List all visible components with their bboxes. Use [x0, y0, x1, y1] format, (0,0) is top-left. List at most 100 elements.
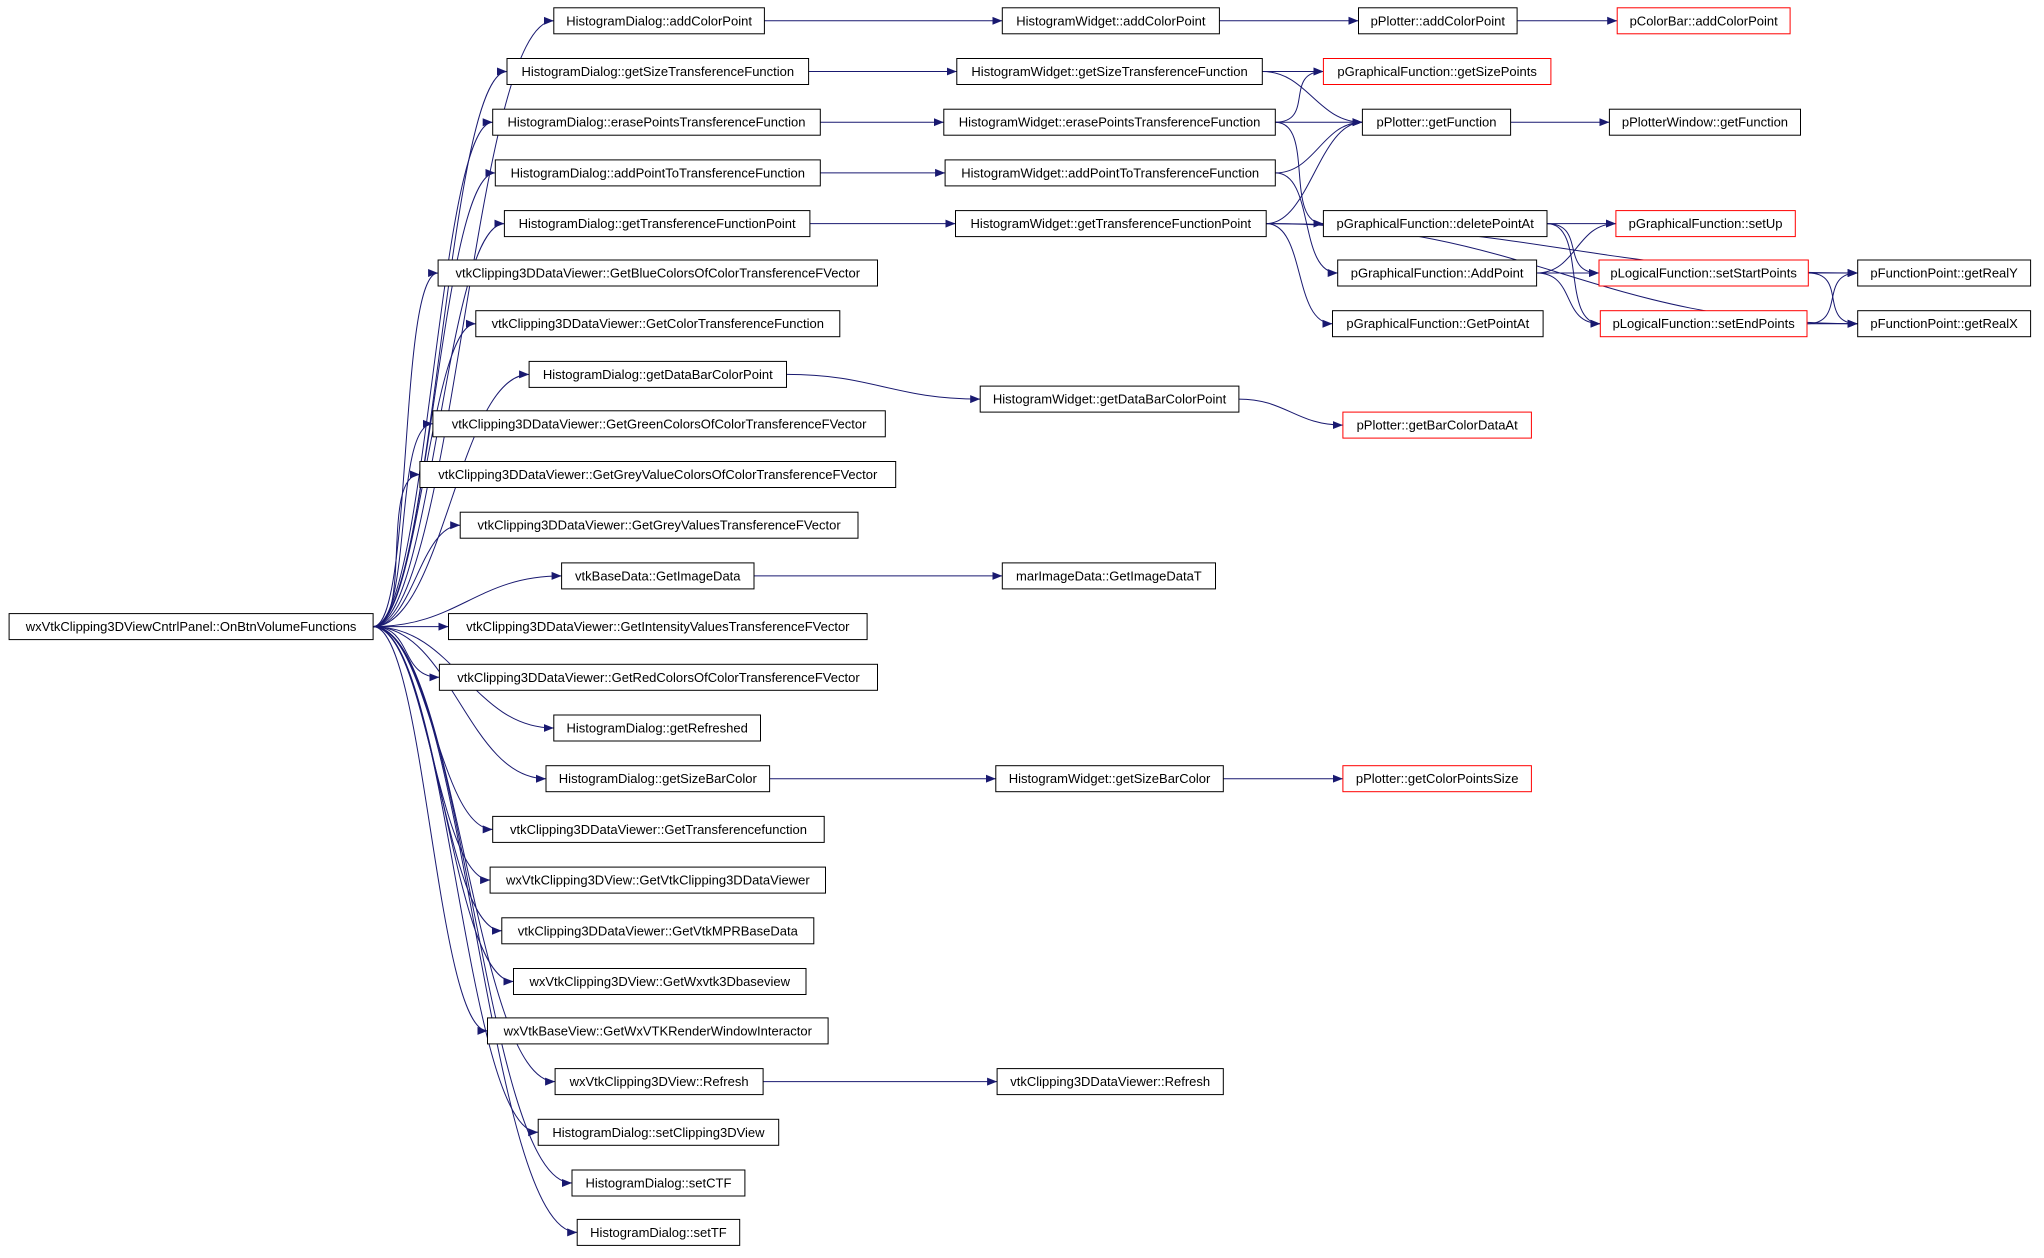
node-box: [944, 159, 1276, 187]
node-label: vtkClipping3DDataViewer::GetColorTransfe…: [492, 316, 824, 331]
edge-root-to-hd_addColorPoint: [373, 16, 554, 628]
node-label: wxVtkClipping3DView::Refresh: [569, 1074, 749, 1089]
node-vc_greyTF[interactable]: vtkClipping3DDataViewer::GetGreyValuesTr…: [459, 511, 859, 539]
node-pf_getRealX[interactable]: pFunctionPoint::getRealX: [1857, 310, 2032, 338]
node-box: [1001, 562, 1216, 590]
edge-pg_deletePointAt-to-pl_setStartPoints: [1546, 223, 1600, 277]
node-box: [537, 1118, 780, 1146]
edge-root-to-hd_getDataBar: [373, 370, 530, 628]
node-wx_getWx3D[interactable]: wxVtkClipping3DView::GetWxvtk3Dbaseview: [513, 968, 807, 995]
node-vc_green[interactable]: vtkClipping3DDataViewer::GetGreenColorsO…: [432, 410, 886, 438]
node-label: vtkClipping3DDataViewer::GetVtkMPRBaseDa…: [518, 923, 799, 938]
node-label: HistogramWidget::addColorPoint: [1016, 13, 1206, 28]
edge-hd_getDataBar-to-hw_getDataBar: [786, 373, 981, 404]
node-label: pGraphicalFunction::getSizePoints: [1337, 64, 1537, 79]
node-label: wxVtkClipping3DView::GetVtkClipping3DDat…: [505, 873, 810, 888]
node-hd_addPointTo[interactable]: HistogramDialog::addPointToTransferenceF…: [494, 159, 821, 187]
node-hd_getDataBar[interactable]: HistogramDialog::getDataBarColorPoint: [528, 360, 787, 388]
node-label: HistogramDialog::getSizeTransferenceFunc…: [521, 64, 794, 79]
node-pp_getBarColorDataAt[interactable]: pPlotter::getBarColorDataAt: [1342, 411, 1532, 439]
node-label: HistogramWidget::getSizeTransferenceFunc…: [971, 64, 1247, 79]
node-vc_getMPR[interactable]: vtkClipping3DDataViewer::GetVtkMPRBaseDa…: [501, 917, 815, 945]
node-hw_getTFPoint[interactable]: HistogramWidget::getTransferenceFunction…: [955, 210, 1267, 238]
node-box: [503, 210, 811, 238]
node-box: [576, 1218, 741, 1246]
node-box: [8, 613, 374, 641]
node-vc_blue[interactable]: vtkClipping3DDataViewer::GetBlueColorsOf…: [437, 259, 878, 287]
edge-root-to-hd_getSizeBar: [373, 626, 547, 783]
node-label: pPlotter::addColorPoint: [1371, 13, 1506, 28]
node-pp_addColorPoint[interactable]: pPlotter::addColorPoint: [1358, 7, 1518, 35]
node-pg_deletePointAt[interactable]: pGraphicalFunction::deletePointAt: [1322, 210, 1548, 238]
node-label: HistogramDialog::getRefreshed: [566, 721, 747, 736]
node-vc_ctf[interactable]: vtkClipping3DDataViewer::GetColorTransfe…: [475, 310, 841, 338]
node-pp_getFunction[interactable]: pPlotter::getFunction: [1361, 108, 1512, 136]
node-box: [506, 58, 810, 85]
node-wx_getViewer[interactable]: wxVtkClipping3DView::GetVtkClipping3DDat…: [489, 866, 826, 894]
node-pg_setUp[interactable]: pGraphicalFunction::setUp: [1615, 210, 1796, 238]
node-pg_getSizePoints[interactable]: pGraphicalFunction::getSizePoints: [1322, 58, 1552, 85]
node-hd_getRefreshed[interactable]: HistogramDialog::getRefreshed: [553, 714, 761, 742]
node-hw_addPointTo[interactable]: HistogramWidget::addPointToTransferenceF…: [944, 159, 1276, 187]
node-pg_addPoint[interactable]: pGraphicalFunction::AddPoint: [1337, 259, 1538, 287]
edge-pl_setStartPoints-to-pf_getRealX: [1808, 272, 1858, 328]
node-vc_refresh[interactable]: vtkClipping3DDataViewer::Refresh: [996, 1068, 1224, 1096]
node-hd_addColorPoint[interactable]: HistogramDialog::addColorPoint: [553, 7, 765, 35]
edge-hw_getSizeTF-to-pp_getFunction: [1262, 71, 1363, 127]
node-label: pGraphicalFunction::deletePointAt: [1337, 216, 1535, 231]
node-pl_setStartPoints[interactable]: pLogicalFunction::setStartPoints: [1598, 259, 1809, 287]
edge-root-to-vb_getImage: [373, 571, 562, 628]
node-box: [571, 1169, 746, 1197]
node-box: [956, 58, 1263, 85]
node-wb_getRWI[interactable]: wxVtkBaseView::GetWxVTKRenderWindowInter…: [487, 1017, 829, 1045]
edge-root-to-vc_red: [373, 626, 440, 682]
node-mi_getImageT[interactable]: marImageData::GetImageDataT: [1001, 562, 1216, 590]
node-root[interactable]: wxVtkClipping3DViewCntrlPanel::OnBtnVolu…: [8, 613, 374, 641]
node-hw_getSizeBar[interactable]: HistogramWidget::getSizeBarColor: [995, 765, 1224, 793]
node-wx_refresh[interactable]: wxVtkClipping3DView::Refresh: [554, 1068, 764, 1096]
node-label: vtkClipping3DDataViewer::GetRedColorsOfC…: [457, 670, 860, 685]
node-pf_getRealY[interactable]: pFunctionPoint::getRealY: [1857, 259, 2032, 287]
node-box: [437, 259, 878, 287]
node-hd_erasePoints[interactable]: HistogramDialog::erasePointsTransference…: [492, 108, 821, 136]
node-pl_setEndPoints[interactable]: pLogicalFunction::setEndPoints: [1599, 310, 1808, 338]
node-pg_getPointAt[interactable]: pGraphicalFunction::GetPointAt: [1332, 310, 1544, 338]
node-pcb_addColorPoint[interactable]: pColorBar::addColorPoint: [1616, 7, 1791, 35]
node-label: pPlotter::getFunction: [1377, 115, 1497, 130]
node-hd_getSizeBar[interactable]: HistogramDialog::getSizeBarColor: [545, 765, 771, 793]
node-ppw_getFunction[interactable]: pPlotterWindow::getFunction: [1608, 108, 1802, 136]
node-pp_getColorPointsSize[interactable]: pPlotter::getColorPointsSize: [1342, 765, 1532, 793]
node-box: [432, 410, 886, 438]
edge-root-to-hd_setTF: [373, 626, 578, 1237]
node-vc_red[interactable]: vtkClipping3DDataViewer::GetRedColorsOfC…: [438, 663, 878, 691]
node-label: pColorBar::addColorPoint: [1630, 13, 1779, 28]
node-box: [419, 461, 897, 488]
node-box: [1616, 7, 1791, 35]
node-label: vtkClipping3DDataViewer::GetGreyValuesTr…: [477, 518, 841, 533]
node-hd_setTF[interactable]: HistogramDialog::setTF: [576, 1218, 741, 1246]
node-vc_getTF[interactable]: vtkClipping3DDataViewer::GetTransference…: [492, 815, 825, 843]
node-hd_setClip[interactable]: HistogramDialog::setClipping3DView: [537, 1118, 780, 1146]
node-box: [513, 968, 807, 995]
node-vc_grey[interactable]: vtkClipping3DDataViewer::GetGreyValueCol…: [419, 461, 897, 488]
node-vb_getImage[interactable]: vtkBaseData::GetImageData: [561, 562, 755, 590]
node-vc_intensity[interactable]: vtkClipping3DDataViewer::GetIntensityVal…: [448, 613, 868, 641]
node-label: vtkClipping3DDataViewer::GetGreenColorsO…: [452, 416, 867, 431]
node-label: HistogramDialog::setClipping3DView: [552, 1125, 765, 1140]
node-hd_getTFPoint[interactable]: HistogramDialog::getTransferenceFunction…: [503, 210, 811, 238]
node-box: [489, 866, 826, 894]
node-hw_addColorPoint[interactable]: HistogramWidget::addColorPoint: [1001, 7, 1220, 35]
node-box: [1322, 58, 1552, 85]
node-box: [1342, 411, 1532, 439]
node-hd_setCTF[interactable]: HistogramDialog::setCTF: [571, 1169, 746, 1197]
node-box: [459, 511, 859, 539]
node-hw_erasePoints[interactable]: HistogramWidget::erasePointsTransference…: [943, 108, 1276, 136]
node-label: HistogramDialog::erasePointsTransference…: [508, 115, 806, 130]
node-hw_getSizeTF[interactable]: HistogramWidget::getSizeTransferenceFunc…: [956, 58, 1263, 85]
node-hw_getDataBar[interactable]: HistogramWidget::getDataBarColorPoint: [979, 385, 1240, 413]
node-label: HistogramWidget::getDataBarColorPoint: [993, 392, 1227, 407]
node-label: wxVtkClipping3DView::GetWxvtk3Dbaseview: [528, 974, 790, 989]
node-hd_getSizeTF[interactable]: HistogramDialog::getSizeTransferenceFunc…: [506, 58, 810, 85]
node-box: [1001, 7, 1220, 35]
